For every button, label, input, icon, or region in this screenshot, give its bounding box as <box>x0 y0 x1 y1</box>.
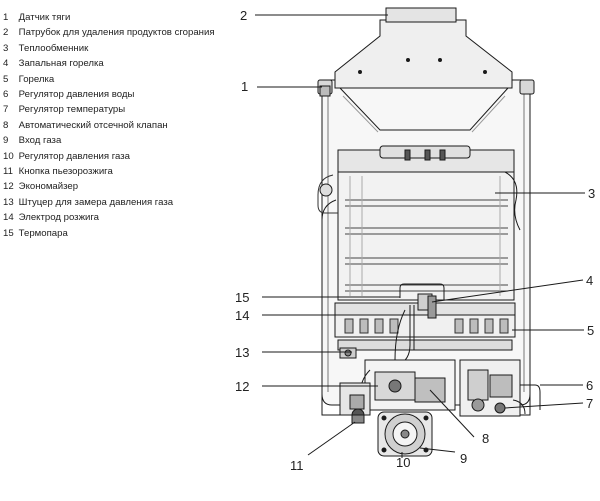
legend-number: 11 <box>3 166 13 178</box>
legend-number: 5 <box>3 73 9 85</box>
flue-hood <box>334 7 513 133</box>
callout-2: 2 <box>240 8 247 23</box>
legend-number: 15 <box>3 227 14 239</box>
legend-number: 4 <box>3 58 9 70</box>
legend-text: Кнопка пьезорозжига <box>18 166 113 178</box>
legend-number: 12 <box>3 181 14 193</box>
legend-text: Термопара <box>18 227 68 239</box>
legend-number: 14 <box>3 212 14 224</box>
legend-number: 3 <box>3 42 9 54</box>
legend-text: Запальная горелка <box>18 58 104 70</box>
leader-line-11 <box>307 421 356 456</box>
callout-8: 8 <box>482 431 489 446</box>
legend-item: 14 Электрод розжига <box>3 210 238 225</box>
callout-numbers: 2 1 3 4 5 6 7 8 9 10 11 12 13 14 15 <box>235 8 595 473</box>
legend-item: 11 Кнопка пьезорозжига <box>3 164 238 179</box>
leader-line-8 <box>429 389 475 438</box>
legend-number: 1 <box>3 12 9 23</box>
leader-lines <box>255 14 585 458</box>
legend-text: Патрубок для удаления продуктов сгорания <box>18 27 215 39</box>
legend-text: Экономайзер <box>18 181 79 193</box>
legend-text: Регулятор температуры <box>18 104 126 116</box>
leader-line-4 <box>431 279 584 303</box>
legend-item: 7 Регулятор температуры <box>3 102 238 117</box>
legend-item: 12 Экономайзер <box>3 179 238 194</box>
callout-13: 13 <box>235 345 249 360</box>
legend-text: Горелка <box>18 73 55 85</box>
callout-11: 11 <box>290 458 304 473</box>
legend-text: Вход газа <box>18 135 62 147</box>
callout-5: 5 <box>587 323 594 338</box>
legend-number: 7 <box>3 104 9 116</box>
gas-pressure-fitting <box>339 347 357 359</box>
water-regulator <box>459 359 541 417</box>
callout-3: 3 <box>588 186 595 201</box>
callout-15: 15 <box>235 290 249 305</box>
legend-number: 2 <box>3 27 9 39</box>
legend-item: 9 Вход газа <box>3 133 238 148</box>
leader-line-9 <box>419 447 456 453</box>
legend-number: 6 <box>3 89 9 101</box>
callout-9: 9 <box>460 451 467 466</box>
legend-item: 6 Регулятор давления воды <box>3 87 238 102</box>
legend-number: 9 <box>3 135 9 147</box>
draft-sensor <box>319 85 331 97</box>
economizer <box>359 359 456 411</box>
heat-exchanger <box>321 145 521 301</box>
legend-text: Регулятор давления газа <box>18 150 130 162</box>
legend-text: Электрод розжига <box>18 212 99 224</box>
callout-14: 14 <box>235 308 249 323</box>
legend-text: Теплообменник <box>18 42 89 54</box>
legend-item: 1 Датчик тяги <box>3 10 238 25</box>
callout-12: 12 <box>235 379 249 394</box>
legend-item: 3 Теплообменник <box>3 41 238 56</box>
legend-number: 10 <box>3 150 14 162</box>
legend-item: 4 Запальная горелка <box>3 56 238 71</box>
legend-number: 13 <box>3 196 14 208</box>
legend-item: 13 Штуцер для замера давления газа <box>3 195 238 210</box>
legend-number: 8 <box>3 119 9 131</box>
legend-item: 15 Термопара <box>3 226 238 241</box>
gas-inlet <box>377 411 433 457</box>
callout-1: 1 <box>241 79 248 94</box>
legend-text: Штуцер для замера давления газа <box>18 196 174 208</box>
legend-item: 5 Горелка <box>3 72 238 87</box>
legend-item: 2 Патрубок для удаления продуктов сгоран… <box>3 25 238 40</box>
callout-10: 10 <box>396 455 410 470</box>
legend-item: 10 Регулятор давления газа <box>3 149 238 164</box>
legend-text: Датчик тяги <box>18 12 71 23</box>
legend-list: 1 Датчик тяги 2 Патрубок для удаления пр… <box>3 10 238 241</box>
callout-6: 6 <box>586 378 593 393</box>
callout-4: 4 <box>586 273 593 288</box>
leader-line-7 <box>504 402 584 409</box>
gas-valve-block <box>339 382 371 424</box>
left-pipe <box>317 174 338 214</box>
legend-text: Регулятор давления воды <box>18 89 135 101</box>
legend-item: 8 Автоматический отсечной клапан <box>3 118 238 133</box>
callout-7: 7 <box>586 396 593 411</box>
legend-text: Автоматический отсечной клапан <box>18 119 168 131</box>
